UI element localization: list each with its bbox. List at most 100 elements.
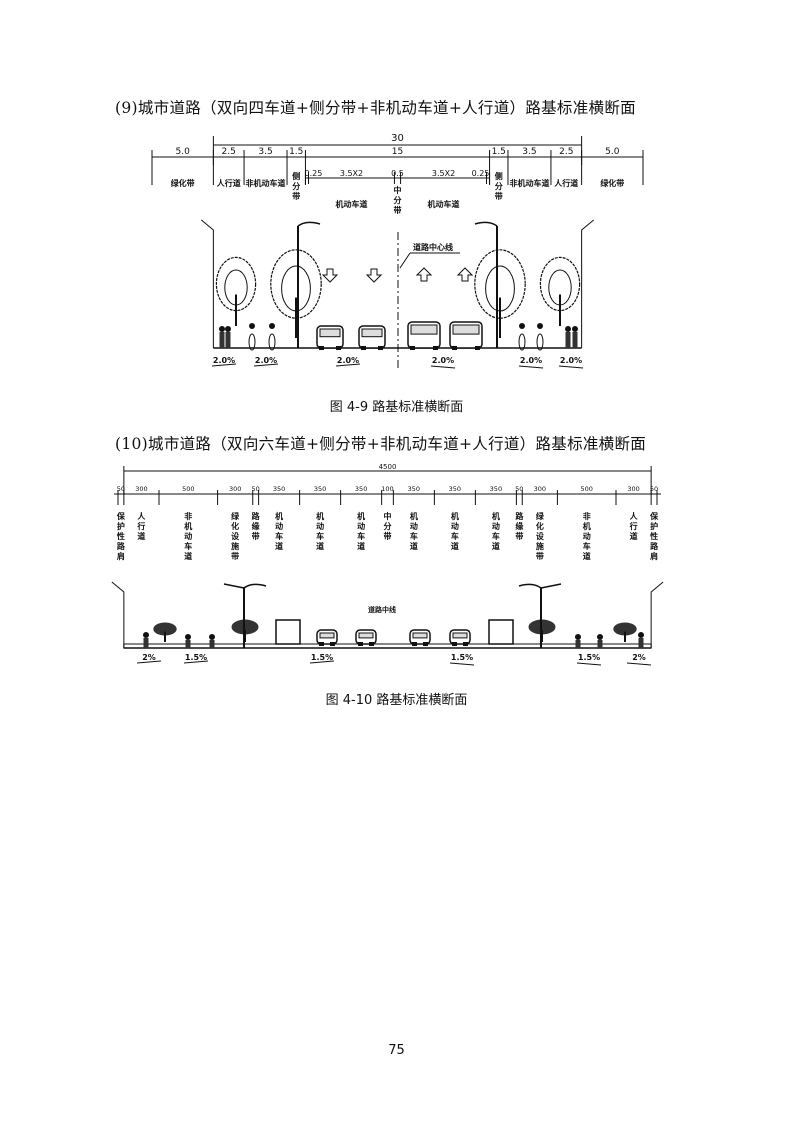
segment-width-label: 350 (314, 485, 326, 493)
segment-width-label: 15 (392, 147, 403, 157)
segment-name-label: 机动车道 (450, 511, 459, 552)
slope-arrow (430, 365, 456, 369)
page-number: 75 (388, 1043, 405, 1058)
segment-width-label: 500 (182, 485, 194, 493)
segment-name-label: 中分带 (393, 185, 402, 216)
sub-segment-width-label: 0.25 (472, 169, 490, 178)
pedestrian-icon (209, 634, 215, 640)
pedestrian-body (638, 638, 644, 648)
segment-width-label: 2.5 (222, 147, 236, 157)
segment-name-label: 绿化设施带 (534, 511, 544, 562)
bus-icon (275, 619, 301, 645)
car-wheel (412, 642, 417, 646)
section-10-heading: (10)城市道路（双向六车道+侧分带+非机动车道+人行道）路基标准横断面 (115, 435, 647, 453)
pedestrian-icon (638, 632, 644, 638)
segment-width-label: 300 (135, 485, 147, 493)
tree-icon (548, 269, 572, 306)
car-wheel (475, 346, 480, 350)
segment-width-label: 3.5 (522, 147, 536, 157)
car-wheel (369, 642, 374, 646)
segment-name-label: 非机动车道 (582, 511, 591, 562)
slope-arrow (211, 363, 237, 367)
car-windshield (358, 632, 374, 639)
pedestrian-body (597, 640, 603, 648)
segment-name-label: 中分带 (383, 511, 392, 542)
bicycle-icon (248, 333, 256, 351)
segment-width-label: 2.5 (559, 147, 573, 157)
segment-width-label: 300 (229, 485, 241, 493)
pedestrian-body (575, 640, 581, 648)
street-lamp-arm (540, 583, 562, 589)
car-windshield (412, 632, 428, 639)
sub-segment-width-label: 0.25 (305, 169, 323, 178)
segment-name-label: 人行道 (628, 511, 638, 542)
slope-label: 2.0% (432, 356, 454, 365)
segment-width-label: 5.0 (176, 147, 191, 157)
car-wheel (433, 346, 438, 350)
centerline-leader (399, 252, 411, 269)
car-wheel (358, 642, 363, 646)
slope-arrow (183, 660, 209, 664)
slope-arrow (518, 365, 544, 369)
segment-width-label: 500 (580, 485, 592, 493)
segment-name-label: 路缘带 (514, 511, 524, 542)
figure-4-10-caption: 图 4-10 路基标准横断面 (325, 693, 468, 708)
segment-width-label: 350 (355, 485, 367, 493)
car-wheel (319, 346, 324, 350)
segment-width-label: 300 (627, 485, 639, 493)
tree-icon (224, 269, 248, 306)
total-width-label: 4500 (379, 463, 397, 471)
pedestrian-body (219, 332, 225, 348)
segment-name-label: 非机动车道 (246, 178, 286, 188)
pedestrian-body (225, 332, 231, 348)
car-wheel (452, 346, 457, 350)
segment-name-label: 机动车道 (335, 199, 367, 209)
pedestrian-body (565, 332, 571, 348)
slope-label: 2.0% (255, 356, 277, 365)
tree-icon (153, 622, 177, 636)
segment-name-label: 机动车道 (316, 511, 325, 552)
slope-arrow (253, 363, 279, 367)
lane-arrow-down-icon (321, 268, 339, 283)
lane-arrow-up-icon (456, 267, 474, 282)
bicycle-icon (268, 333, 276, 351)
tree-icon (270, 249, 322, 319)
pedestrian-body (185, 640, 191, 648)
slope-arrow (335, 363, 361, 367)
street-lamp-arm (223, 583, 245, 589)
slope-label: 2.0% (520, 356, 542, 365)
car-windshield (319, 632, 335, 639)
segment-name-label: 人行道 (136, 511, 146, 542)
total-width-label: 30 (391, 133, 404, 144)
segment-width-label: 100 (381, 485, 393, 493)
car-windshield (319, 328, 341, 338)
segment-width-label: 50 (252, 485, 260, 493)
lane-arrow-down-icon (365, 268, 383, 283)
street-lamp-arm (297, 221, 321, 227)
pedestrian-icon (143, 632, 149, 638)
sub-segment-width-label: 3.5X2 (340, 169, 363, 178)
segment-width-label: 50 (117, 485, 125, 493)
segment-name-label: 机动车道 (409, 511, 418, 552)
slope-arrow (558, 365, 584, 369)
segment-width-label: 3.5 (258, 147, 272, 157)
car-wheel (410, 346, 415, 350)
segment-name-label: 非机动车道 (184, 511, 193, 562)
pedestrian-icon (597, 634, 603, 640)
segment-width-label: 350 (273, 485, 285, 493)
segment-name-label: 机动车道 (428, 199, 460, 209)
slope-embankment (111, 581, 125, 648)
section-9-heading: (9)城市道路（双向四车道+侧分带+非机动车道+人行道）路基标准横断面 (115, 99, 636, 117)
bicycle-icon (536, 333, 544, 351)
lane-arrow-up-icon (415, 267, 433, 282)
pedestrian-body (209, 640, 215, 648)
car-wheel (319, 642, 324, 646)
segment-width-label: 350 (408, 485, 420, 493)
slope-label: 2% (632, 653, 646, 662)
slope-label: 2.0% (213, 356, 235, 365)
segment-width-label: 1.5 (492, 147, 506, 157)
pedestrian-icon (572, 326, 578, 332)
pedestrian-icon (225, 326, 231, 332)
segment-width-label: 50 (515, 485, 523, 493)
